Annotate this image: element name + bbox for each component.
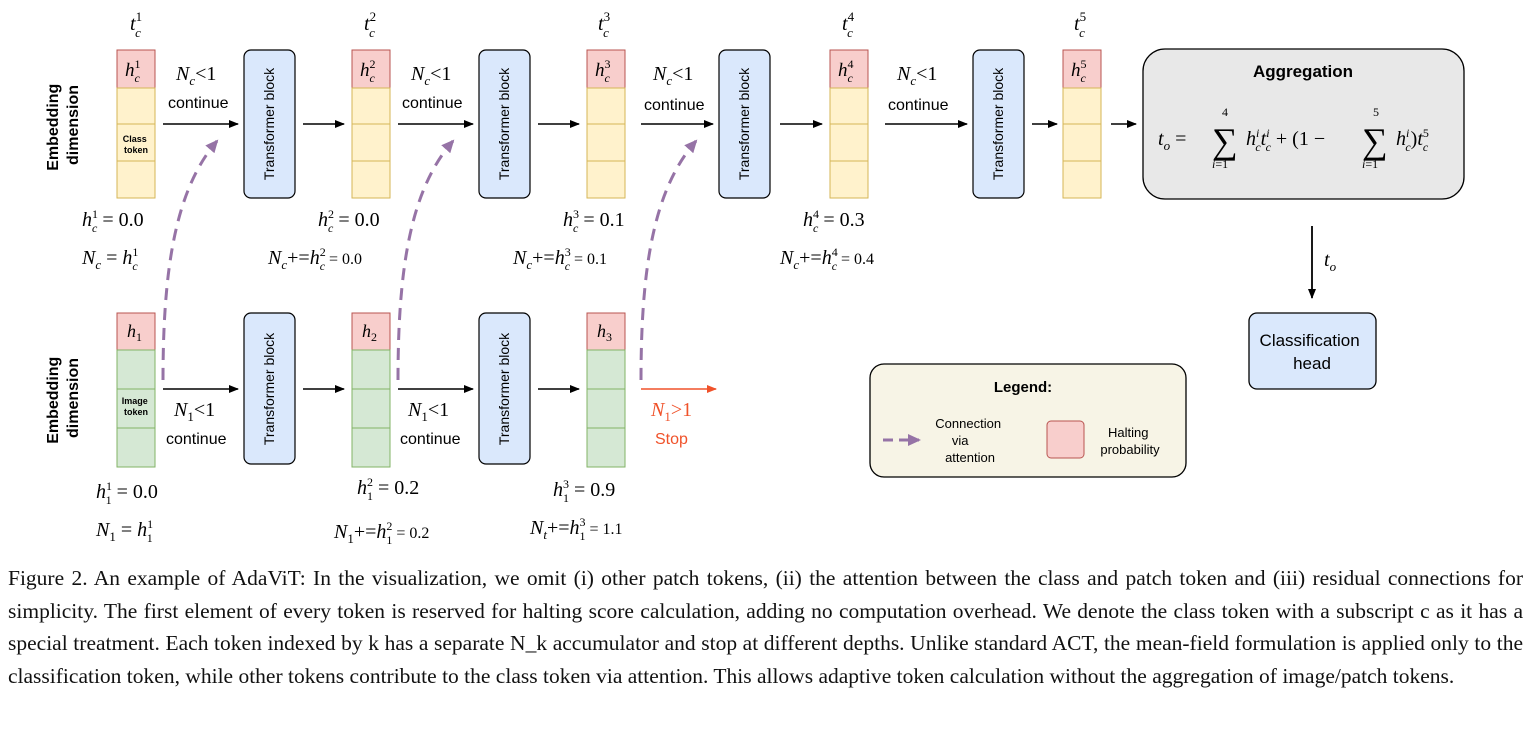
embedding-dimension-label-bottom: Embedding dimension <box>45 352 82 444</box>
attention-arrow-3 <box>639 139 698 381</box>
svg-text:i=1: i=1 <box>1362 157 1378 171</box>
svg-text:Transformer block: Transformer block <box>990 67 1006 180</box>
transformer-block-bottom-1: Transformer block <box>243 312 296 465</box>
attention-arrow-1 <box>161 139 219 381</box>
svg-text:i=1: i=1 <box>1212 157 1228 171</box>
legend-halting-label: Halting probability <box>1100 425 1160 457</box>
continue-top-3: continue <box>644 97 705 114</box>
svg-text:Transformer block: Transformer block <box>261 67 277 180</box>
output-label: to <box>1324 249 1337 274</box>
class-token-5 <box>1062 49 1102 199</box>
attention-arrow-2 <box>396 139 455 381</box>
svg-text:Transformer block: Transformer block <box>736 67 752 180</box>
class-token-3 <box>586 49 626 199</box>
embedding-dimension-label-top: Embedding dimension <box>45 79 82 171</box>
svg-text:hic)t5c: hic)t5c <box>1396 126 1429 154</box>
aggregation-title: Aggregation <box>1253 62 1353 81</box>
svg-text:Transformer block: Transformer block <box>496 332 512 445</box>
continue-bottom-2: continue <box>400 431 461 448</box>
continue-top-4: continue <box>888 97 949 114</box>
figure-caption: Figure 2. An example of AdaViT: In the v… <box>8 566 1523 688</box>
image-token-3 <box>586 312 626 468</box>
transformer-block-bottom-2: Transformer block <box>478 312 531 465</box>
svg-text:to =: to = <box>1158 128 1186 153</box>
svg-text:Transformer block: Transformer block <box>261 332 277 445</box>
condition-top-4: Nc<1 <box>896 63 937 88</box>
svg-text:∑: ∑ <box>1362 121 1388 161</box>
transformer-block-top-4: Transformer block <box>972 49 1025 199</box>
stop-label: Stop <box>655 431 688 448</box>
condition-top-3: Nc<1 <box>652 63 693 88</box>
class-token-1: Class token <box>116 49 156 199</box>
continue-bottom-1: continue <box>166 431 227 448</box>
legend: Legend: Connection via attention Halting… <box>869 363 1187 478</box>
transformer-block-top-3: Transformer block <box>718 49 771 199</box>
legend-halting-swatch <box>1046 420 1085 459</box>
transformer-block-top-2: Transformer block <box>478 49 531 199</box>
image-token-1: Image token <box>116 312 156 468</box>
svg-text:Classification head: Classification head <box>1260 331 1365 373</box>
adavit-diagram: Embedding dimension Embedding dimension … <box>45 9 1465 547</box>
svg-text:4: 4 <box>1222 105 1228 119</box>
classification-head: Classification head <box>1248 312 1377 390</box>
transformer-block-top-1: Transformer block <box>243 49 296 199</box>
image-token-label: Image token <box>122 396 151 417</box>
condition-top-2: Nc<1 <box>410 63 451 88</box>
condition-top-1: Nc<1 <box>175 63 216 88</box>
stop-condition: N1>1 <box>650 399 692 424</box>
continue-top-2: continue <box>402 95 463 112</box>
legend-connection-label: Connection via attention <box>935 416 1004 465</box>
svg-text:∑: ∑ <box>1212 121 1238 161</box>
class-token-4 <box>829 49 869 199</box>
condition-bottom-2: N1<1 <box>407 399 449 424</box>
legend-title: Legend: <box>994 379 1052 396</box>
svg-text:5: 5 <box>1373 105 1379 119</box>
image-token-2 <box>351 312 391 468</box>
class-token-label: Class token <box>123 134 150 155</box>
condition-bottom-1: N1<1 <box>173 399 215 424</box>
continue-top-1: continue <box>168 95 229 112</box>
svg-text:Transformer block: Transformer block <box>496 67 512 180</box>
class-token-2 <box>351 49 391 199</box>
